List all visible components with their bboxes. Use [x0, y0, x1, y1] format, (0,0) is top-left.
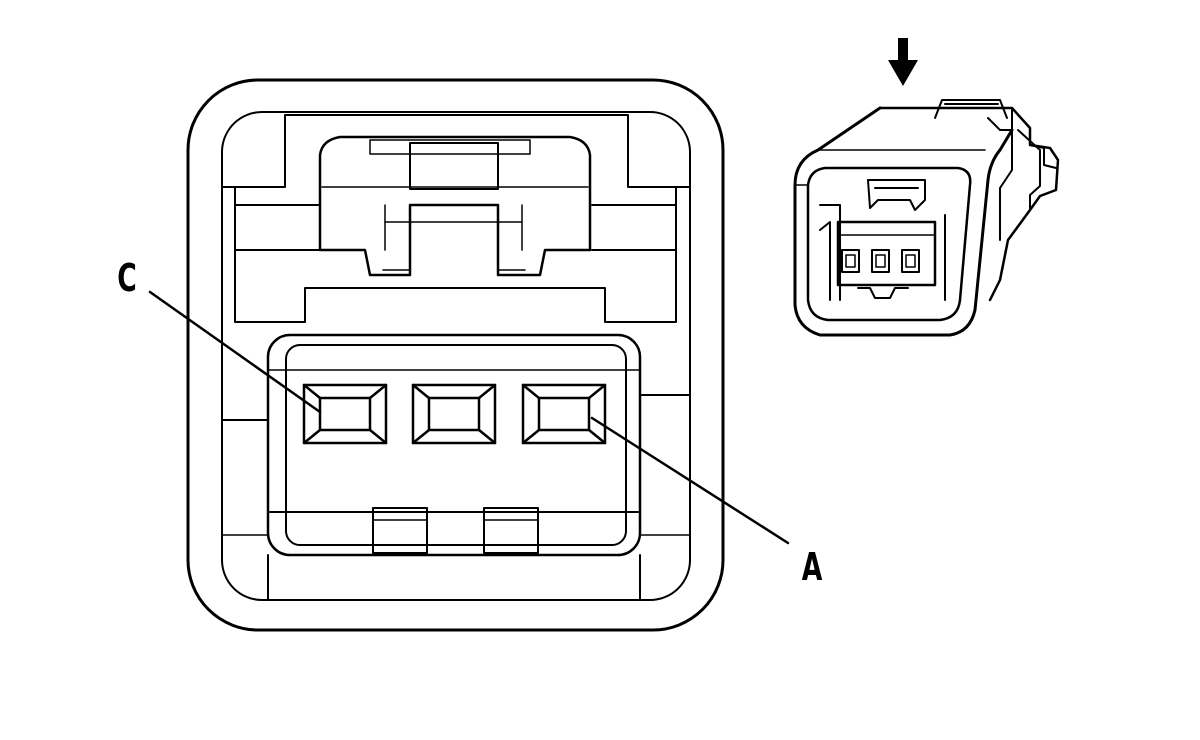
down-arrow-icon: [888, 38, 918, 86]
iso-cavity-b: [871, 249, 890, 273]
leader-line-a: [590, 416, 790, 545]
iso-terminal-block: [836, 220, 937, 287]
iso-cavity-c: [841, 249, 860, 273]
housing-inner: [221, 111, 691, 601]
latch-body: [221, 114, 691, 188]
housing-outer: [186, 78, 725, 632]
terminal-cavity-c: [302, 383, 388, 445]
terminal-cavity-a: [521, 383, 607, 445]
connector-isometric-view: [793, 38, 1060, 337]
pin-label-c: C: [117, 256, 137, 300]
polarization-key-right: [483, 507, 539, 554]
iso-cavity-a: [901, 249, 920, 273]
latch: [318, 135, 592, 277]
iso-front-face: [793, 106, 1014, 337]
terminal-block-inner: [285, 344, 627, 546]
polarization-key-left: [372, 507, 428, 554]
connector-face-view: C A: [117, 78, 823, 632]
leader-line-c: [148, 290, 322, 414]
terminal-cavity-b: [411, 383, 497, 445]
pin-label-a: A: [802, 545, 823, 589]
terminal-block-outer: [266, 333, 642, 557]
